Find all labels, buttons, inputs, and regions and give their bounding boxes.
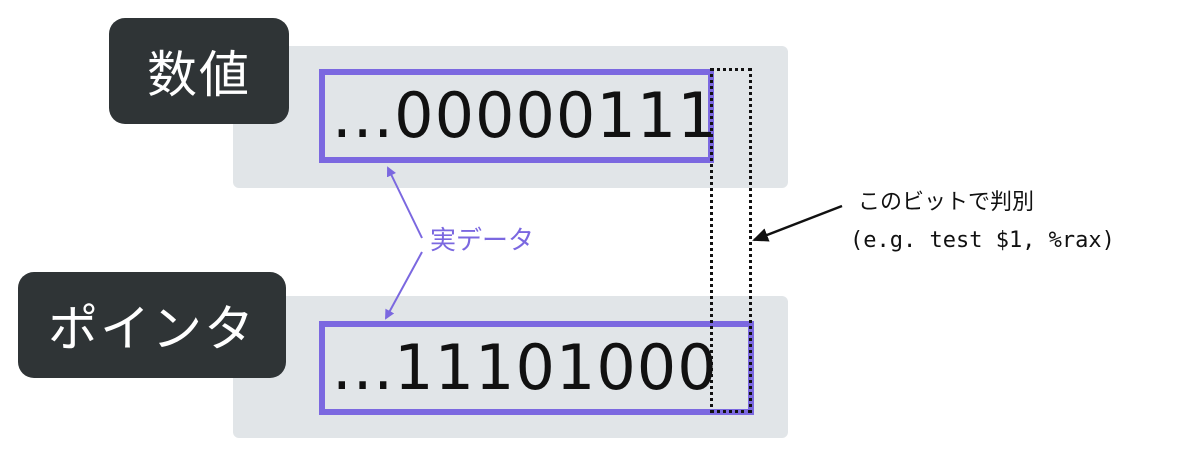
pointer-label: ポインタ [18, 272, 286, 378]
number-label: 数値 [109, 18, 289, 124]
instruction-example: (e.g. test $1, %rax) [850, 228, 1115, 253]
number-bits: ...00000111 [332, 79, 718, 152]
bit-check-arrow [752, 204, 843, 242]
real-data-arrow-down [385, 251, 423, 320]
real-data-arrow-up [386, 166, 423, 239]
bit-check-note: このビットで判別 [858, 190, 1035, 215]
real-data-label: 実データ [430, 226, 535, 256]
pointer-bits: ...11101000 [332, 331, 718, 404]
lowest-bit-highlight [710, 68, 752, 413]
